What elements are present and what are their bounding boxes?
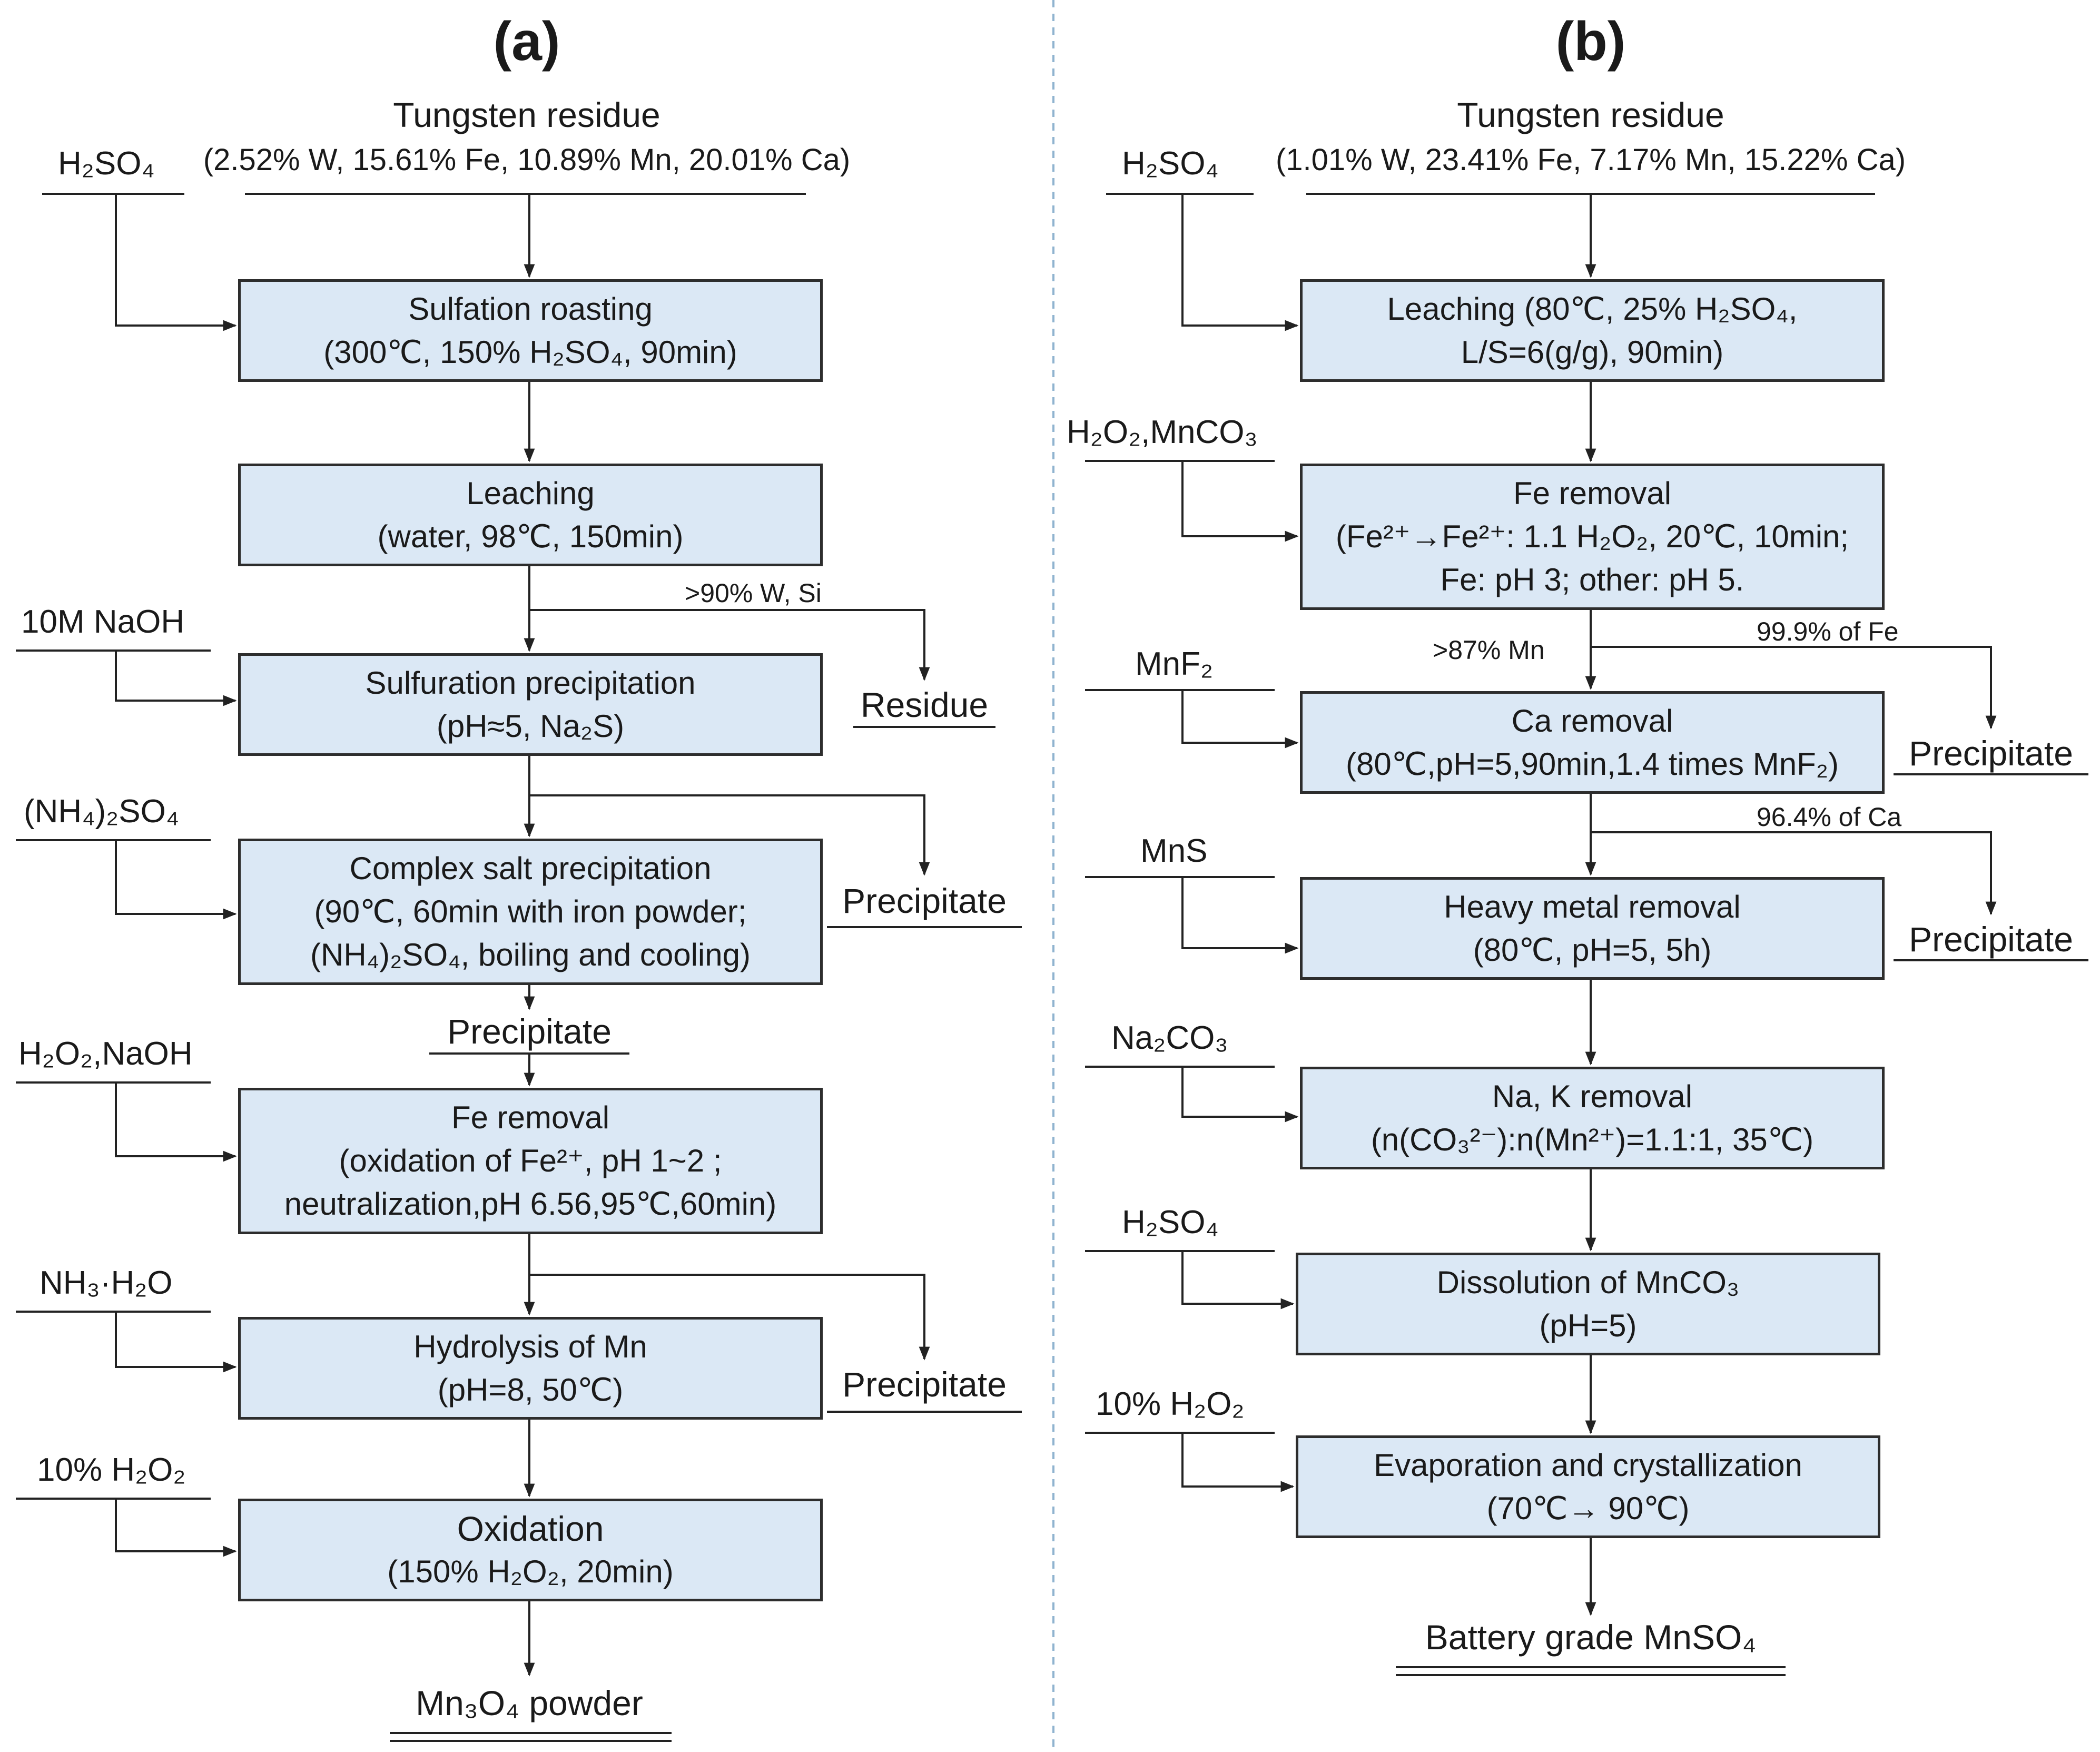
a-step-5-detail2: neutralization,pH 6.56,95℃,60min) — [284, 1186, 777, 1222]
b-reagent-1-line — [1181, 194, 1299, 331]
b-step-2-title: Fe removal — [1513, 476, 1672, 511]
a-reagent-5-line — [115, 1312, 237, 1373]
b-product: Battery grade MnSO₄ — [1425, 1618, 1757, 1657]
b-note-fe: 99.9% of Fe — [1757, 617, 1899, 646]
a-step-fe-removal: Fe removal (oxidation of Fe²⁺, pH 1~2 ; … — [238, 1088, 823, 1234]
b-step-6-title: Dissolution of MnCO₃ — [1436, 1264, 1740, 1300]
b-reagent-h2o2-mnco3: H₂O₂,MnCO₃ — [1067, 414, 1258, 450]
b-reagent-mns: MnS — [1140, 833, 1208, 869]
a-step-leaching: Leaching (water, 98℃, 150min) — [238, 464, 823, 566]
a-step-7-title: Oxidation — [457, 1509, 604, 1548]
b-reagent-h2so4-2: H₂SO₄ — [1122, 1204, 1219, 1241]
a-reagent-3-line — [115, 840, 237, 920]
b-reagent-mnf2: MnF₂ — [1135, 646, 1214, 682]
b-step-3-detail: (80℃,pH=5,90min,1.4 times MnF₂) — [1345, 746, 1839, 782]
b-step-1-title: Leaching (80℃, 25% H₂SO₄, — [1387, 291, 1798, 327]
panel-a-source-composition: (2.52% W, 15.61% Fe, 10.89% Mn, 20.01% C… — [203, 143, 851, 177]
b-step-2-detail: (Fe²⁺→Fe²⁺: 1.1 H₂O₂, 20℃, 10min; — [1335, 519, 1849, 554]
a-reagent-1-line — [115, 194, 237, 331]
a-reagent-4-line — [115, 1082, 237, 1162]
a-step-6-title: Hydrolysis of Mn — [413, 1328, 647, 1364]
a-step-hydrolysis-of-mn: Hydrolysis of Mn (pH=8, 50℃) — [238, 1317, 823, 1420]
a-step-oxidation: Oxidation (150% H₂O₂, 20min) — [238, 1499, 823, 1601]
a-reagent-h2so4: H₂SO₄ — [58, 145, 155, 182]
a-step-sulfuration-precipitation: Sulfuration precipitation (pH≈5, Na₂S) — [238, 653, 823, 756]
panel-b-source-composition: (1.01% W, 23.41% Fe, 7.17% Mn, 15.22% Ca… — [1275, 143, 1906, 177]
a-mid-precipitate: Precipitate — [447, 1012, 612, 1051]
b-output-precipitate-2: Precipitate — [1909, 920, 2073, 959]
a-step-4-detail2: (NH₄)₂SO₄, boiling and cooling) — [310, 937, 751, 972]
a-step-4-title: Complex salt precipitation — [349, 851, 712, 886]
b-reagent-6-line — [1181, 1251, 1295, 1310]
a-output-precipitate-2: Precipitate — [842, 1365, 1007, 1404]
b-note-mn: >87% Mn — [1433, 635, 1545, 665]
a-output-precipitate-1: Precipitate — [842, 881, 1007, 920]
a-step-complex-salt-precipitation: Complex salt precipitation (90℃, 60min w… — [238, 839, 823, 985]
panel-a-source-title: Tungsten residue — [393, 95, 660, 134]
b-step-4-title: Heavy metal removal — [1444, 889, 1741, 924]
a-reagent-2-line — [115, 651, 237, 706]
a-product: Mn₃O₄ powder — [416, 1684, 643, 1723]
a-step-3-detail: (pH≈5, Na₂S) — [436, 708, 625, 744]
a-output-residue: Residue — [860, 685, 989, 724]
a-reagent-h2o2: 10% H₂O₂ — [37, 1452, 186, 1488]
a-step-1-title: Sulfation roasting — [408, 291, 653, 327]
a-step-6-detail: (pH=8, 50℃) — [437, 1372, 624, 1407]
panel-b-label: (b) — [1555, 11, 1626, 72]
b-step-6-detail: (pH=5) — [1539, 1307, 1637, 1343]
a-step-4-detail: (90℃, 60min with iron powder; — [314, 894, 747, 929]
b-branch-precip-2 — [1591, 831, 1997, 916]
b-step-7-title: Evaporation and crystallization — [1374, 1447, 1802, 1483]
a-step-2-title: Leaching — [466, 475, 595, 511]
b-reagent-3-line — [1181, 690, 1299, 749]
b-reagent-2-line — [1181, 461, 1299, 542]
a-reagent-naoh: 10M NaOH — [21, 604, 185, 640]
a-reagent-6-line — [115, 1499, 237, 1557]
b-reagent-4-line — [1181, 877, 1299, 954]
b-step-5-detail: (n(CO₃²⁻):n(Mn²⁺)=1.1:1, 35℃) — [1371, 1121, 1814, 1157]
b-reagent-5-line — [1181, 1067, 1299, 1123]
b-step-5-title: Na, K removal — [1492, 1078, 1693, 1114]
a-note-leach: >90% W, Si — [685, 578, 822, 608]
a-branch-residue — [529, 609, 930, 681]
b-step-dissolution-of-mnco3: Dissolution of MnCO₃ (pH=5) — [1296, 1253, 1880, 1355]
a-step-3-title: Sulfuration precipitation — [365, 665, 696, 701]
a-step-5-detail: (oxidation of Fe²⁺, pH 1~2 ; — [339, 1143, 722, 1178]
a-reagent-h2o2-naoh: H₂O₂,NaOH — [18, 1036, 193, 1072]
b-reagent-h2so4-1: H₂SO₄ — [1122, 145, 1219, 182]
b-branch-precip-1 — [1591, 646, 1997, 730]
b-step-7-detail: (70℃→ 90℃) — [1486, 1490, 1690, 1526]
b-step-heavy-metal-removal: Heavy metal removal (80℃, pH=5, 5h) — [1300, 877, 1885, 980]
a-step-sulfation-roasting: Sulfation roasting (300℃, 150% H₂SO₄, 90… — [238, 279, 823, 382]
a-step-2-detail: (water, 98℃, 150min) — [377, 518, 684, 554]
b-step-na-k-removal: Na, K removal (n(CO₃²⁻):n(Mn²⁺)=1.1:1, 3… — [1300, 1067, 1885, 1169]
b-step-3-title: Ca removal — [1511, 703, 1673, 739]
panel-b-source-title: Tungsten residue — [1457, 95, 1724, 134]
panel-a-label: (a) — [493, 11, 560, 72]
a-branch-precip-2 — [529, 1274, 930, 1361]
b-reagent-na2co3: Na₂CO₃ — [1111, 1020, 1228, 1056]
a-branch-precip-1 — [529, 794, 930, 876]
b-reagent-h2o2: 10% H₂O₂ — [1096, 1386, 1245, 1422]
b-output-precipitate-1: Precipitate — [1909, 734, 2073, 773]
b-step-ca-removal: Ca removal (80℃,pH=5,90min,1.4 times MnF… — [1300, 691, 1885, 794]
b-step-4-detail: (80℃, pH=5, 5h) — [1473, 932, 1712, 968]
b-step-leaching: Leaching (80℃, 25% H₂SO₄, L/S=6(g/g), 90… — [1300, 279, 1885, 382]
a-reagent-nh4-2so4: (NH₄)₂SO₄ — [24, 793, 180, 830]
a-reagent-nh3-h2o: NH₃·H₂O — [40, 1265, 173, 1301]
b-step-fe-removal: Fe removal (Fe²⁺→Fe²⁺: 1.1 H₂O₂, 20℃, 10… — [1300, 464, 1885, 610]
b-step-1-detail: L/S=6(g/g), 90min) — [1461, 334, 1724, 370]
b-reagent-7-line — [1181, 1433, 1295, 1492]
b-step-2-detail2: Fe: pH 3; other: pH 5. — [1440, 562, 1744, 597]
a-step-1-detail: (300℃, 150% H₂SO₄, 90min) — [323, 334, 737, 370]
a-step-7-detail: (150% H₂O₂, 20min) — [387, 1553, 674, 1589]
b-step-evaporation-crystallization: Evaporation and crystallization (70℃→ 90… — [1296, 1435, 1880, 1538]
a-step-5-title: Fe removal — [451, 1100, 610, 1135]
b-note-ca: 96.4% of Ca — [1757, 802, 1902, 832]
